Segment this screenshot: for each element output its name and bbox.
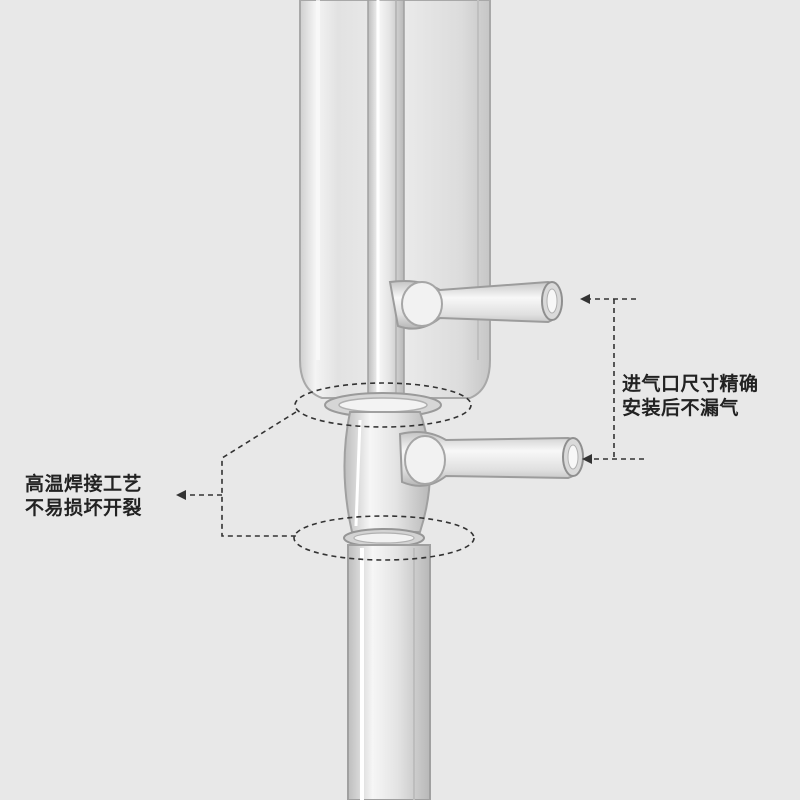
lower-side-port: [398, 431, 584, 487]
lower-weld-ring: [343, 528, 425, 548]
inlet-callout-line1: 进气口尺寸精确: [622, 373, 759, 395]
lower-weld-highlight-ellipse: [293, 515, 475, 561]
inlet-callout-bracket: [590, 298, 644, 460]
inlet-callout-line2: 安装后不漏气: [622, 397, 740, 419]
weld-callout-bracket: [185, 411, 297, 537]
welding-callout-text: 高温焊接工艺 不易损坏开裂: [25, 472, 142, 520]
inlet-callout-upper-arrowhead: [580, 294, 590, 304]
weld-callout-arrowhead: [176, 490, 186, 500]
welding-callout-line1: 高温焊接工艺: [25, 473, 143, 495]
bottom-stem-tube: [347, 544, 431, 800]
upper-weld-highlight-ellipse: [294, 382, 472, 428]
inner-central-tube: [367, 0, 405, 401]
upper-side-port: [388, 280, 563, 330]
welding-callout-line2: 不易损坏开裂: [25, 497, 143, 519]
inlet-callout-lower-arrowhead: [582, 454, 592, 464]
inlet-callout-text: 进气口尺寸精确 安装后不漏气: [622, 372, 759, 420]
